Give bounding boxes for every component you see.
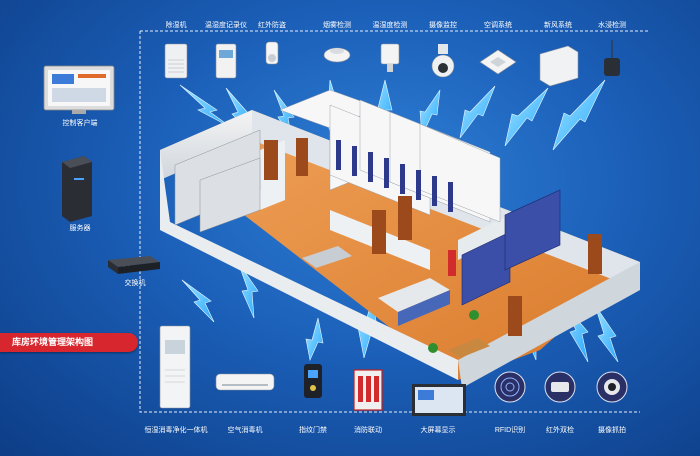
label-large-screen: 大屏幕显示 — [420, 427, 456, 434]
label-temperature-humidity-detection: 温湿度检测 — [372, 22, 408, 29]
label-fingerprint-access: 指纹门禁 — [299, 427, 327, 434]
large-screen-display-icon — [412, 384, 466, 416]
rfid-reader-icon — [494, 371, 526, 403]
label-fire-linkage: 消防联动 — [354, 427, 382, 434]
label-air-conditioning: 空调系统 — [484, 22, 512, 29]
label-temperature-humidity-recorder: 温湿度记录仪 — [205, 22, 247, 29]
left-device-icons — [43, 65, 160, 274]
water-leak-sensor-icon — [604, 40, 620, 76]
label-camera-monitoring: 摄像监控 — [429, 22, 457, 29]
smoke-detector-icon — [323, 47, 351, 63]
label-server: 服务器 — [69, 225, 91, 232]
air-sterilizer-icon — [215, 373, 275, 391]
monitor-icon — [43, 65, 115, 114]
label-fresh-air-system: 新风系统 — [544, 22, 572, 29]
label-purification-unit: 恒湿消毒净化一体机 — [144, 427, 208, 434]
surveillance-camera-icon — [431, 44, 455, 78]
label-infrared-antitheft: 红外防盗 — [258, 22, 286, 29]
label-air-sterilizer: 空气消毒机 — [227, 427, 263, 434]
warehouse-building — [160, 89, 640, 388]
snapshot-camera-icon — [596, 371, 628, 403]
label-smoke-detection: 烟雾检测 — [323, 22, 351, 29]
fire-linkage-icon — [353, 369, 383, 411]
temperature-humidity-recorder-icon — [215, 43, 237, 79]
bottom-device-icons — [159, 325, 628, 416]
top-device-icons — [164, 40, 620, 87]
label-control-client: 控制客户端 — [62, 120, 98, 127]
air-conditioner-icon — [479, 49, 517, 75]
infrared-dual-detector-icon — [544, 371, 576, 403]
purification-unit-icon — [159, 325, 191, 409]
server-icon — [62, 156, 92, 222]
fresh-air-system-icon — [539, 45, 579, 87]
dehumidifier-icon — [164, 43, 188, 79]
label-water-leak-detection: 水浸检测 — [598, 22, 626, 29]
network-switch-icon — [108, 256, 160, 274]
fingerprint-access-icon — [304, 364, 322, 398]
infrared-sensor-icon — [265, 41, 279, 65]
label-rfid: RFID识别 — [494, 427, 526, 434]
temperature-humidity-sensor-icon — [380, 43, 400, 72]
diagram-title: 库房环境管理架构图 — [0, 333, 138, 352]
label-dehumidifier: 除湿机 — [165, 22, 187, 29]
label-switch: 交换机 — [124, 280, 146, 287]
label-snapshot-camera: 摄像抓拍 — [598, 427, 626, 434]
label-infrared-dual: 红外双检 — [546, 427, 574, 434]
